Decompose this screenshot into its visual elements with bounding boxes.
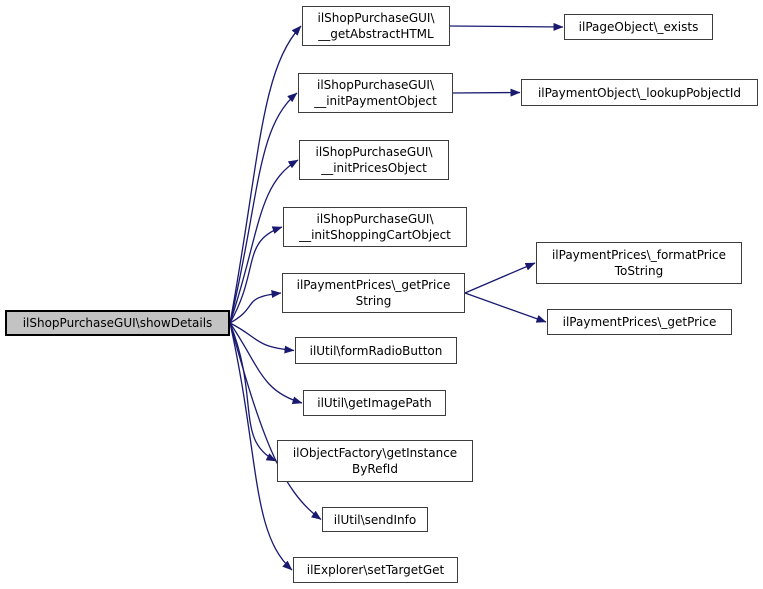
node-ilshoppurchasegui-showdetails: ilShopPurchaseGUI\showDetails (5, 310, 230, 336)
call-edge (229, 322, 295, 354)
node-ilutil-formradiobutton[interactable]: ilUtil\formRadioButton (295, 337, 457, 364)
call-edge (464, 262, 536, 294)
call-edge (452, 88, 521, 97)
node-ilshoppurchasegui-initshoppingcartobject[interactable]: ilShopPurchaseGUI\ __initShoppingCartObj… (283, 207, 467, 247)
node-ilpageobject-exists[interactable]: ilPageObject\_exists (564, 14, 713, 40)
call-edge (229, 290, 282, 324)
call-edge (229, 159, 299, 324)
node-ilobjectfactory-getinstancebyrefid[interactable]: ilObjectFactory\getInstance ByRefId (277, 440, 473, 482)
call-edge (229, 322, 303, 405)
node-ilpaymentprices-getpricestring[interactable]: ilPaymentPrices\_getPrice String (282, 273, 465, 313)
call-edge (229, 226, 283, 324)
node-ilshoppurchasegui-initpricesobject[interactable]: ilShopPurchaseGUI\ __initPricesObject (299, 140, 449, 180)
call-edge (449, 22, 564, 31)
node-ilutil-getimagepath[interactable]: ilUtil\getImagePath (303, 390, 446, 416)
node-ilshoppurchasegui-initpaymentobject[interactable]: ilShopPurchaseGUI\ __initPaymentObject (298, 73, 453, 113)
node-ilpaymentprices-formatpricetostring[interactable]: ilPaymentPrices\_formatPrice ToString (536, 242, 742, 284)
call-edge (229, 92, 298, 324)
node-ilexplorer-settargetget[interactable]: ilExplorer\setTargetGet (293, 557, 458, 583)
call-edge (464, 292, 547, 323)
call-edge (229, 322, 277, 462)
call-edge (229, 322, 293, 571)
call-edge (229, 322, 322, 521)
node-ilshoppurchasegui-getabstracthtml[interactable]: ilShopPurchaseGUI\ __getAbstractHTML (302, 6, 450, 46)
call-edge (229, 25, 302, 324)
node-ilpaymentobject-lookuppobjectid[interactable]: ilPaymentObject\_lookupPobjectId (521, 79, 758, 106)
node-ilpaymentprices-getprice[interactable]: ilPaymentPrices\_getPrice (547, 309, 732, 335)
node-ilutil-sendinfo[interactable]: ilUtil\sendInfo (322, 507, 428, 532)
